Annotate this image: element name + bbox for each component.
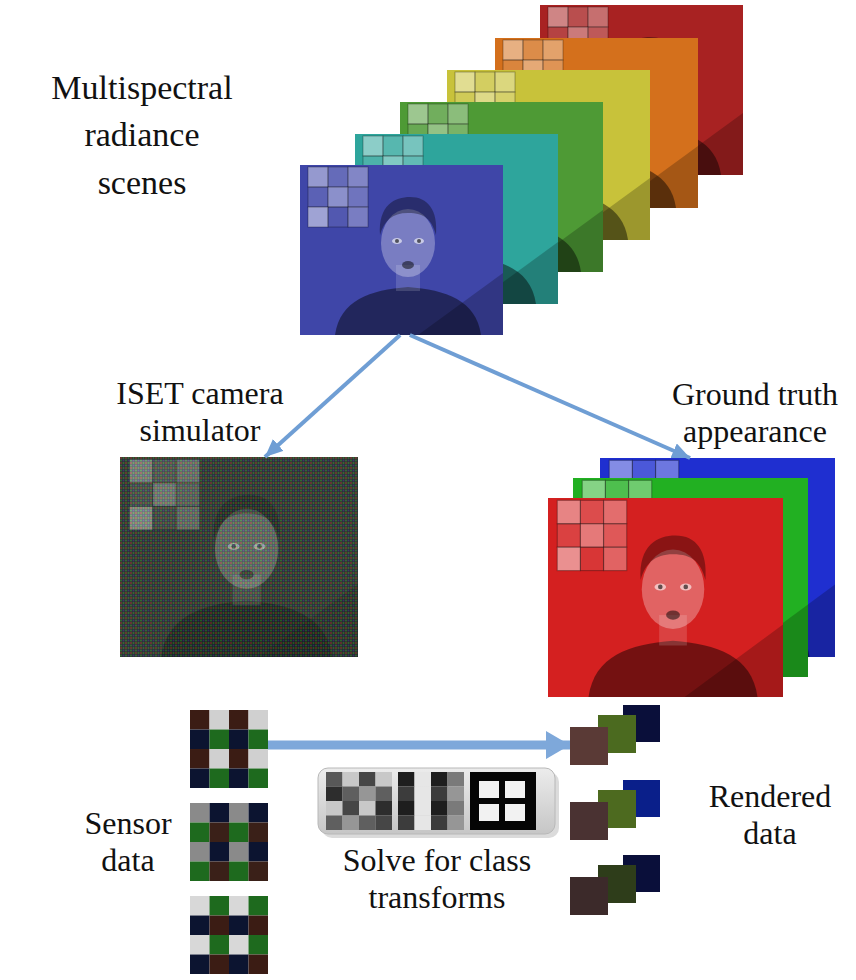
transform-box: Solve for class transforms <box>318 768 555 834</box>
transform-thumbnail <box>470 772 536 830</box>
ground-truth-stack: Ground truth appearance <box>548 458 835 697</box>
multispectral-stack <box>300 5 743 335</box>
simulated-sensor-image <box>120 457 358 657</box>
rendered-patches <box>570 705 660 915</box>
transform-thumbnail <box>398 772 464 830</box>
sensor-patches <box>190 710 268 974</box>
flow-arrow <box>268 741 570 750</box>
node-label: Ground truth appearance <box>660 376 850 450</box>
sensor-image: ISET camera simulator <box>120 457 358 657</box>
class-transform-panel <box>318 768 559 838</box>
sensor-patches: Sensor data <box>190 710 268 974</box>
rendered-patches: Rendered data <box>570 705 660 917</box>
node-label: ISET camera simulator <box>90 375 310 449</box>
node-label: Sensor data <box>73 805 183 879</box>
node-label: Rendered data <box>695 778 845 852</box>
flow-arrow <box>265 335 400 457</box>
spectral-stack: Multispectral radiance scenes <box>300 5 743 335</box>
node-label: Multispectral radiance scenes <box>42 64 242 207</box>
transform-thumbnail <box>326 772 392 830</box>
node-label: Solve for class transforms <box>312 842 562 916</box>
flow-arrow <box>410 335 690 458</box>
ground-truth-stack <box>548 458 835 697</box>
